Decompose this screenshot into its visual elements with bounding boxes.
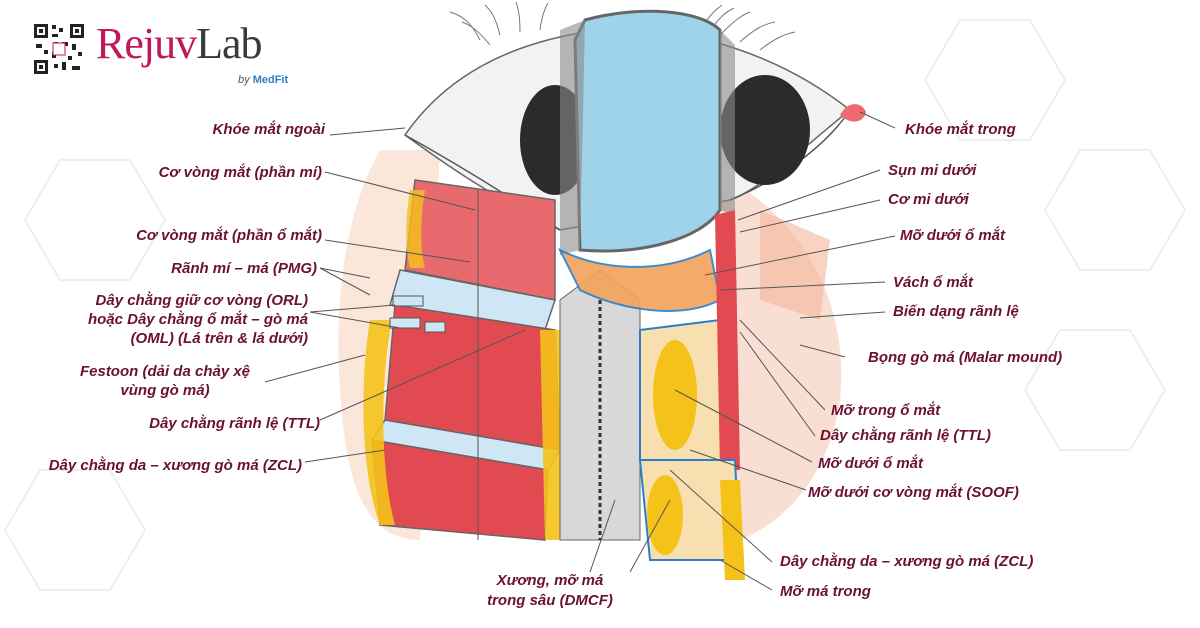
brand-logo: RejuvLab by MedFit [26,18,326,98]
label-pmg: Rãnh mí – má (PMG) [171,260,317,277]
label-ttl-left: Dây chằng rãnh lệ (TTL) [149,415,320,432]
label-orl-line3: (OML) (Lá trên & lá dưới) [130,330,308,347]
globe-cross-section [573,9,722,253]
label-medial-orbital-fat: Mỡ trong ổ mắt [831,402,941,419]
label-medial-cheek-fat: Mỡ má trong [780,583,871,600]
label-ttl-right: Dây chằng rãnh lệ (TTL) [820,427,991,444]
label-infraorbital-fat-top: Mỡ dưới ổ mắt [900,227,1006,244]
label-lateral-canthus: Khóe mắt ngoài [212,121,325,138]
inner-canthus [840,104,866,122]
label-orbicularis-orbital: Cơ vòng mắt (phần ổ mắt) [136,227,322,244]
iris-right [720,75,810,185]
label-dmcf-line1: Xương, mỡ má [496,572,604,589]
label-orl-line2: hoặc Dây chằng ổ mắt – gò má [87,311,308,328]
label-tear-trough-deformity: Biến dạng rãnh lệ [893,303,1019,320]
label-orbicularis-palpebral: Cơ vòng mắt (phần mí) [158,164,322,181]
label-festoon-line1: Festoon (dải da chảy xệ [79,363,251,380]
label-dmcf-line2: trong sâu (DMCF) [487,592,613,609]
label-zcl-right: Dây chằng da – xương gò má (ZCL) [780,553,1034,570]
label-infraorbital-fat-bottom: Mỡ dưới ổ mắt [818,455,924,472]
label-malar-mound: Bọng gò má (Malar mound) [868,349,1063,366]
qr-code-icon [32,22,86,76]
brand-name: RejuvLab [96,19,263,68]
label-orbital-septum: Vách ổ mắt [893,274,974,291]
label-orl-line1: Dây chằng giữ cơ vòng (ORL) [95,292,308,309]
brand-subtitle: by MedFit [238,74,289,86]
label-festoon-line2: vùng gò má) [120,382,210,399]
label-zcl-left: Dây chằng da – xương gò má (ZCL) [48,457,302,474]
label-soof: Mỡ dưới cơ vòng mắt (SOOF) [808,484,1019,501]
label-lower-lid-retractor: Cơ mi dưới [888,191,969,208]
label-tarsal-plate: Sụn mi dưới [888,162,977,179]
label-medial-canthus: Khóe mắt trong [905,121,1016,138]
